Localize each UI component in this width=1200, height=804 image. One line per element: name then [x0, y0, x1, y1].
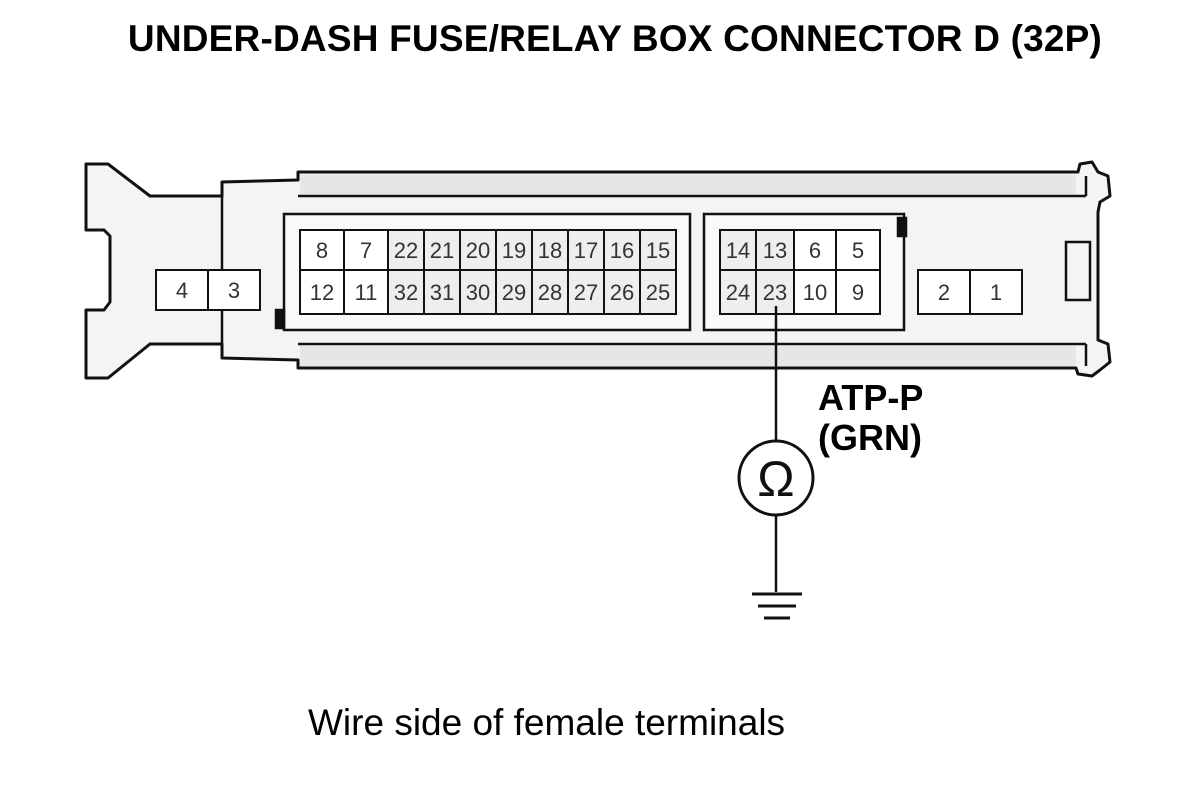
terminal-number: 20	[466, 238, 490, 263]
terminal-1: 1	[969, 269, 1023, 315]
terminal-box	[387, 229, 425, 271]
terminal-box	[755, 229, 795, 271]
terminal-box	[531, 269, 569, 315]
terminal-21: 21	[423, 229, 461, 271]
terminal-number: 18	[538, 238, 562, 263]
wire-color: (GRN)	[818, 417, 922, 458]
terminal-24: 24	[719, 269, 757, 315]
terminal-number: 14	[726, 238, 750, 263]
terminal-number: 19	[502, 238, 526, 263]
terminal-16: 16	[603, 229, 641, 271]
terminal-box	[835, 229, 881, 271]
terminal-box	[155, 269, 209, 311]
terminal-number: 2	[938, 280, 950, 305]
terminal-box	[567, 269, 605, 315]
terminal-box	[639, 269, 677, 315]
terminal-number: 3	[228, 278, 240, 303]
terminal-number: 27	[574, 280, 598, 305]
terminal-box	[603, 229, 641, 271]
rail-shading	[300, 175, 1076, 366]
terminal-14: 14	[719, 229, 757, 271]
terminal-31: 31	[423, 269, 461, 315]
ground-icon	[752, 592, 802, 620]
terminal-32: 32	[387, 269, 425, 315]
terminal-box	[835, 269, 881, 315]
terminal-17: 17	[567, 229, 605, 271]
wire-name: ATP-P	[818, 377, 924, 418]
terminal-box	[495, 269, 533, 315]
terminal-2: 2	[917, 269, 971, 315]
terminal-number: 30	[466, 280, 490, 305]
diagram-title: UNDER-DASH FUSE/RELAY BOX CONNECTOR D (3…	[127, 18, 1103, 59]
view-caption: Wire side of female terminals	[308, 702, 786, 743]
terminal-26: 26	[603, 269, 641, 315]
terminal-number: 4	[176, 278, 188, 303]
terminal-8: 8	[299, 229, 345, 271]
terminal-box	[207, 269, 261, 311]
terminal-30: 30	[459, 269, 497, 315]
terminal-number: 31	[430, 280, 454, 305]
terminal-7: 7	[343, 229, 389, 271]
terminal-number: 21	[430, 238, 454, 263]
terminal-box	[719, 229, 757, 271]
wire-label: ATP-P (GRN)	[818, 378, 923, 458]
terminal-number: 32	[394, 280, 418, 305]
terminal-number: 13	[763, 238, 787, 263]
terminal-12: 12	[299, 269, 345, 315]
terminal-10: 10	[793, 269, 837, 315]
terminal-box	[299, 229, 345, 271]
terminal-box	[423, 269, 461, 315]
terminal-box	[969, 269, 1023, 315]
terminal-13: 13	[755, 229, 795, 271]
terminal-number: 24	[726, 280, 750, 305]
terminal-3: 3	[207, 269, 261, 311]
terminal-number: 28	[538, 280, 562, 305]
terminal-number: 6	[809, 238, 821, 263]
terminal-4: 4	[155, 269, 209, 311]
terminal-number: 25	[646, 280, 670, 305]
terminal-box	[343, 269, 389, 315]
terminal-9: 9	[835, 269, 881, 315]
terminal-25: 25	[639, 269, 677, 315]
terminal-number: 15	[646, 238, 670, 263]
terminal-number: 22	[394, 238, 418, 263]
terminal-number: 16	[610, 238, 634, 263]
terminal-box	[639, 229, 677, 271]
terminal-box	[459, 229, 497, 271]
terminal-29: 29	[495, 269, 533, 315]
terminal-11: 11	[343, 269, 389, 315]
terminal-number: 8	[316, 238, 328, 263]
terminal-19: 19	[495, 229, 533, 271]
terminal-box	[793, 269, 837, 315]
terminal-18: 18	[531, 229, 569, 271]
ohm-symbol: Ω	[757, 451, 794, 507]
connector-rails	[220, 176, 1092, 366]
terminal-20: 20	[459, 229, 497, 271]
terminal-number: 5	[852, 238, 864, 263]
terminal-5: 5	[835, 229, 881, 271]
terminal-number: 11	[355, 280, 378, 305]
test-wire	[737, 306, 815, 592]
terminal-15: 15	[639, 229, 677, 271]
terminal-number: 9	[852, 280, 864, 305]
terminal-28: 28	[531, 269, 569, 315]
terminal-27: 27	[567, 269, 605, 315]
terminal-number: 10	[803, 280, 827, 305]
terminal-22: 22	[387, 229, 425, 271]
terminal-number: 23	[763, 280, 787, 305]
terminal-6: 6	[793, 229, 837, 271]
terminal-number: 29	[502, 280, 526, 305]
terminal-number: 17	[574, 238, 598, 263]
terminal-number: 1	[990, 280, 1002, 305]
terminal-number: 26	[610, 280, 634, 305]
terminal-number: 12	[310, 280, 334, 305]
terminal-number: 7	[360, 238, 372, 263]
